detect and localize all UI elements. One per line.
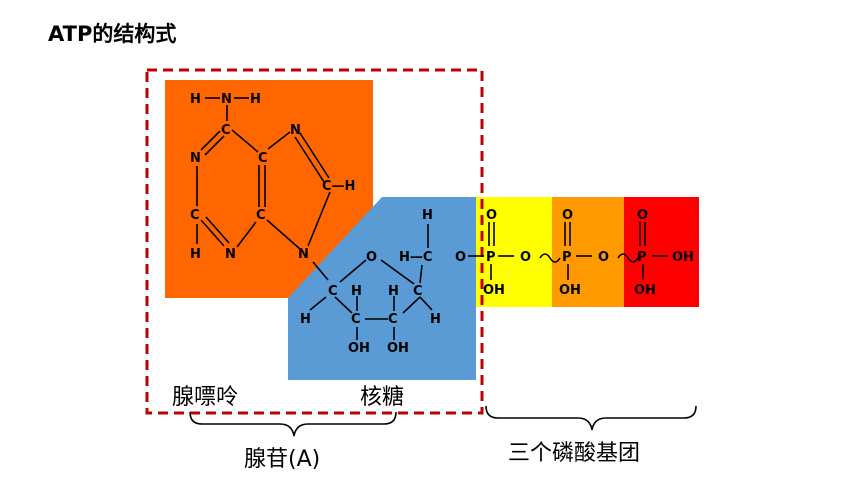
svg-text:O: O [598,250,609,265]
svg-text:C: C [328,284,338,299]
svg-text:O: O [562,208,573,223]
phosphate-atoms: O P O OH O P O OH O P OH OH [483,208,694,298]
svg-text:H: H [190,92,201,107]
svg-text:C: C [388,312,398,327]
phosphate-bonds [468,222,668,280]
svg-text:P: P [486,250,496,265]
svg-text:N: N [225,247,236,262]
phosphate-block-3 [624,197,699,307]
page-title: ATP的结构式 [48,22,177,46]
adenine-atoms: H N H C N N C C—H C C H N N [190,92,355,262]
phosphate-brace [485,405,697,431]
adenine-label: 腺嘌呤 [172,385,238,410]
svg-text:OH: OH [634,283,656,298]
svg-text:OH: OH [483,283,505,298]
svg-text:C: C [351,312,361,327]
svg-text:C: C [190,208,200,223]
svg-text:N: N [190,151,201,166]
svg-text:C: C [221,123,231,138]
phosphate-block-1 [476,197,552,307]
svg-text:O: O [455,250,466,265]
svg-text:C: C [413,284,423,299]
ribose-atoms: O H—C O H C H H C H C C H OH OH [300,208,466,356]
phosphate-block-2 [552,197,624,307]
svg-text:H: H [190,247,201,262]
phosphate-groups-label: 三个磷酸基团 [508,441,640,466]
ribose-label: 核糖 [360,385,404,410]
svg-text:H: H [430,312,441,327]
ribose-block [288,197,476,380]
svg-text:OH: OH [348,341,370,356]
adenine-bonds [196,97,331,281]
svg-text:N: N [290,123,301,138]
svg-text:OH: OH [387,341,409,356]
svg-text:O: O [486,208,497,223]
svg-text:O: O [366,250,377,265]
ribose-bonds [309,224,433,340]
svg-text:H: H [300,312,311,327]
svg-text:H: H [422,208,433,223]
svg-text:C: C [256,208,266,223]
adenosine-label: 腺苷(A) [244,447,320,472]
svg-text:O: O [520,250,531,265]
svg-text:O: O [637,208,648,223]
svg-text:N: N [221,92,232,107]
svg-text:C: C [258,151,268,166]
svg-text:OH: OH [672,250,694,265]
svg-text:H: H [388,284,399,299]
svg-text:H: H [250,92,261,107]
svg-text:OH: OH [559,283,581,298]
adenosine-dashed-box [145,68,484,415]
svg-text:N: N [298,247,309,262]
svg-text:P: P [637,250,647,265]
svg-text:H: H [351,284,362,299]
svg-text:H—C: H—C [399,250,432,265]
svg-text:C—H: C—H [322,179,355,194]
adenosine-brace [189,411,397,437]
svg-text:P: P [562,250,572,265]
